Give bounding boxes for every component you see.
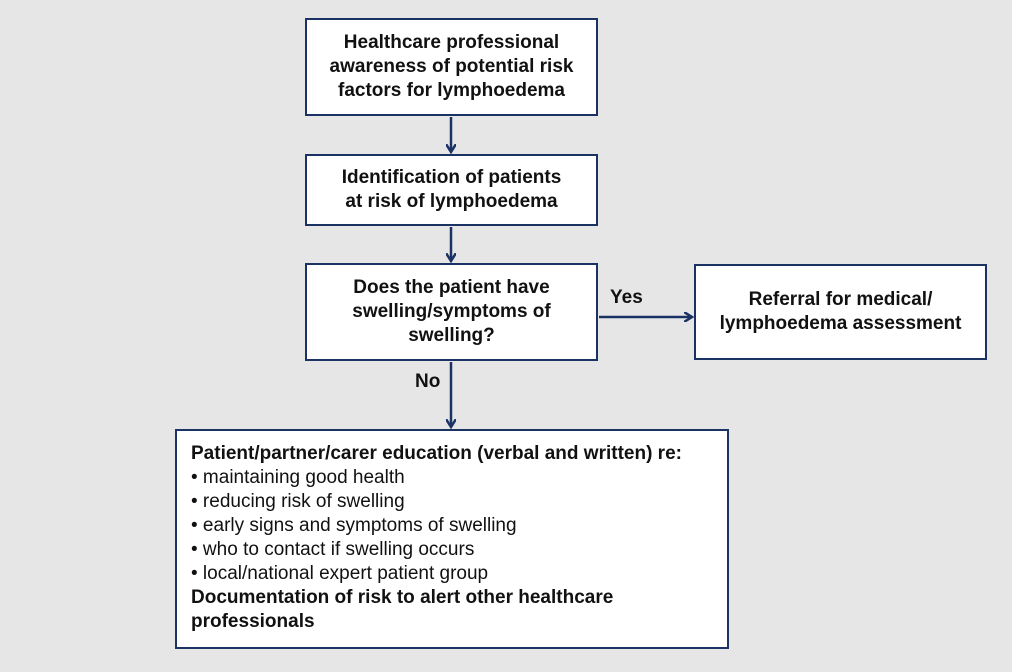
yes-label: Yes	[610, 287, 643, 308]
education-box: Patient/partner/carer education (verbal …	[175, 429, 729, 649]
decision-box: Does the patient have swelling/symptoms …	[305, 263, 598, 361]
awareness-line-2: awareness of potential risk	[329, 56, 574, 77]
identification-line-2: at risk of lymphoedema	[345, 191, 558, 212]
identification-line-1: Identification of patients	[341, 167, 562, 188]
education-bullet-5: • local/national expert patient group	[191, 563, 489, 584]
no-label: No	[415, 371, 441, 392]
awareness-line-3: factors for lymphoedema	[338, 80, 565, 101]
decision-line-3: swelling?	[408, 325, 495, 346]
decision-line-1: Does the patient have	[353, 277, 550, 298]
referral-box: Referral for medical/ lymphoedema assess…	[694, 264, 987, 360]
education-bullet-1: • maintaining good health	[191, 467, 405, 488]
decision-line-2: swelling/symptoms of	[352, 301, 551, 322]
education-footer-line-1: Documentation of risk to alert other hea…	[191, 587, 614, 608]
education-heading: Patient/partner/carer education (verbal …	[191, 443, 682, 464]
education-bullet-2: • reducing risk of swelling	[191, 491, 405, 512]
education-bullet-3: • early signs and symptoms of swelling	[191, 515, 517, 536]
education-footer-line-2: professionals	[191, 611, 315, 632]
education-bullet-4: • who to contact if swelling occurs	[191, 539, 475, 560]
awareness-line-1: Healthcare professional	[343, 32, 560, 53]
referral-line-1: Referral for medical/	[748, 289, 933, 310]
identification-box: Identification of patients at risk of ly…	[305, 154, 598, 226]
referral-line-2: lymphoedema assessment	[719, 313, 962, 334]
awareness-box: Healthcare professional awareness of pot…	[305, 18, 598, 116]
